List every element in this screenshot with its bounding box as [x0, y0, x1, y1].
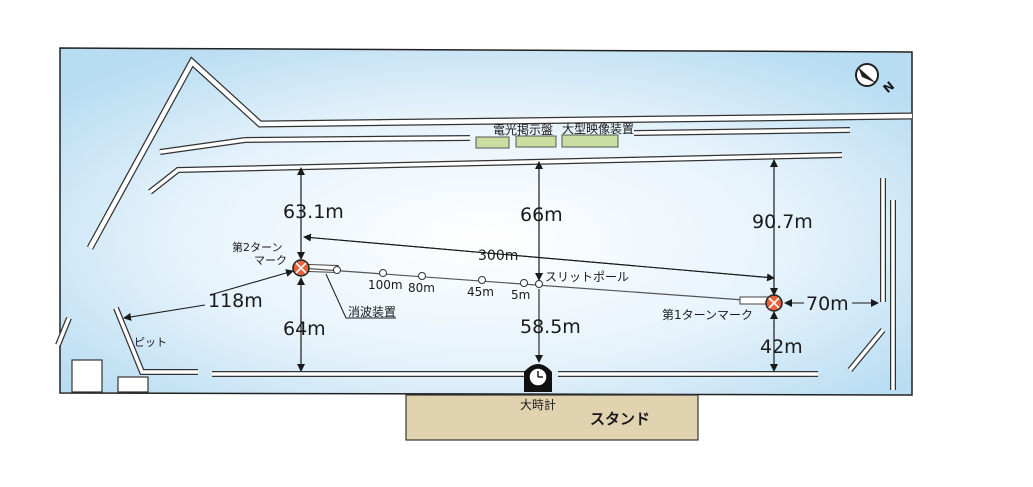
right-walls: [847, 178, 896, 390]
dimension-arrows: [123, 159, 879, 372]
upper-pontoons: [148, 127, 851, 195]
dim-66m: 66m: [520, 204, 563, 226]
pit-label: ピット: [134, 336, 167, 349]
turn-mark-1-label: 第1ターンマーク: [662, 308, 753, 322]
dim-42m: 42m: [760, 336, 803, 358]
stand-label: スタンド: [590, 410, 650, 428]
wave-absorber-leader: [325, 273, 396, 319]
turn-mark-2-label-line1: 第2ターン: [232, 240, 282, 254]
stand-block: [405, 394, 699, 441]
turn-mark-1-icon: [765, 294, 783, 312]
marker-5m: 5m: [511, 288, 530, 302]
display-board-1: [475, 136, 510, 149]
marker-100m: 100m: [368, 278, 403, 292]
screen-label: 大型映像装置: [562, 122, 634, 136]
dim-90-7m: 90.7m: [752, 211, 813, 233]
video-screen: [561, 134, 619, 148]
north-arrow-icon: N: [855, 63, 897, 96]
pit-walls: [55, 306, 198, 393]
board-label: 電光掲示盤: [493, 122, 553, 137]
distance-markers: [333, 266, 543, 288]
marker-45m: 45m: [467, 285, 494, 299]
turn-mark-2-icon: [292, 259, 310, 277]
dim-64m: 64m: [283, 318, 326, 340]
slit-pole-label: スリットポール: [545, 270, 629, 284]
big-clock-icon: [524, 364, 552, 392]
display-board-2: [515, 135, 557, 148]
wave-absorber-label: 消波装置: [348, 305, 396, 319]
dim-63-1m: 63.1m: [283, 201, 344, 223]
dim-58-5m: 58.5m: [520, 316, 581, 338]
clock-label: 大時計: [520, 397, 556, 412]
dim-70m: 70m: [806, 293, 849, 315]
turn-mark-2-label-line2: マーク: [254, 254, 287, 267]
dim-118m: 118m: [208, 290, 263, 312]
dim-300m: 300m: [478, 248, 518, 264]
marker-80m: 80m: [408, 281, 435, 295]
